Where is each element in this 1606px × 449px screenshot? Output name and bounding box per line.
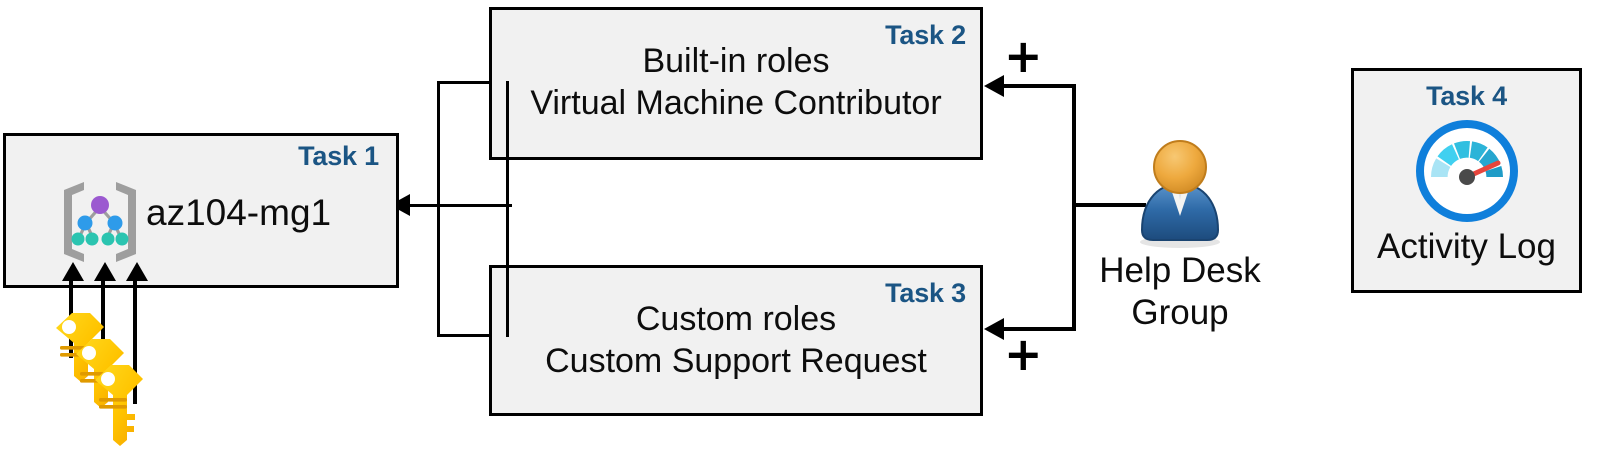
arrow-head-to-task2 bbox=[984, 75, 1004, 97]
task-1-label: az104-mg1 bbox=[146, 192, 332, 233]
key-arrow-2-line bbox=[101, 280, 105, 380]
task-3-tag: Task 3 bbox=[885, 278, 966, 308]
help-desk-group-label: Help Desk Group bbox=[1085, 250, 1275, 334]
task-3-box[interactable]: Task 3 Custom roles Custom Support Reque… bbox=[489, 265, 983, 416]
task-2-line-2: Virtual Machine Contributor bbox=[530, 84, 942, 122]
connector-right-vertical bbox=[1072, 84, 1076, 331]
task-4-box[interactable]: Task 4 Activity Log bbox=[1351, 68, 1582, 293]
plus-sign-task2: + bbox=[1004, 29, 1043, 83]
plus-sign-task3: + bbox=[1004, 327, 1043, 381]
task-2-line-1: Built-in roles bbox=[642, 42, 830, 80]
task-3-line-2: Custom Support Request bbox=[545, 342, 927, 380]
task-4-tag: Task 4 bbox=[1426, 81, 1507, 111]
key-arrow-3-line bbox=[133, 280, 137, 404]
key-arrow-3-head bbox=[126, 262, 148, 281]
connector-to-task1-line bbox=[404, 204, 512, 207]
management-group-icon bbox=[54, 176, 146, 268]
key-arrow-2-head bbox=[94, 262, 116, 281]
connector-helpdesk-stub bbox=[1076, 203, 1146, 207]
gauge-icon bbox=[1415, 119, 1519, 223]
task-4-label: Activity Log bbox=[1377, 227, 1556, 266]
task-2-tag: Task 2 bbox=[885, 20, 966, 50]
task-2-box[interactable]: Task 2 Built-in roles Virtual Machine Co… bbox=[489, 7, 983, 160]
arrow-head-to-task3 bbox=[984, 318, 1004, 340]
user-group-icon bbox=[1132, 138, 1228, 250]
help-desk-label-line-1: Help Desk bbox=[1099, 251, 1261, 290]
task-3-line-1: Custom roles bbox=[635, 300, 837, 338]
connector-left-vertical-inner bbox=[506, 81, 509, 337]
connector-task2-left-stub bbox=[437, 81, 509, 84]
connector-to-task2-line bbox=[999, 84, 1076, 88]
task-2-text: Built-in roles Virtual Machine Contribut… bbox=[492, 40, 980, 124]
keys-icon bbox=[38, 310, 143, 449]
help-desk-group[interactable]: Help Desk Group bbox=[1085, 138, 1275, 338]
task-3-text: Custom roles Custom Support Request bbox=[492, 298, 980, 382]
help-desk-label-line-2: Group bbox=[1131, 293, 1229, 332]
task-1-tag: Task 1 bbox=[298, 141, 379, 171]
connector-task3-left-stub bbox=[437, 334, 509, 337]
key-arrow-1-head bbox=[62, 262, 84, 281]
connector-left-vertical-outer bbox=[437, 81, 440, 337]
connector-to-task3-line bbox=[999, 327, 1076, 331]
